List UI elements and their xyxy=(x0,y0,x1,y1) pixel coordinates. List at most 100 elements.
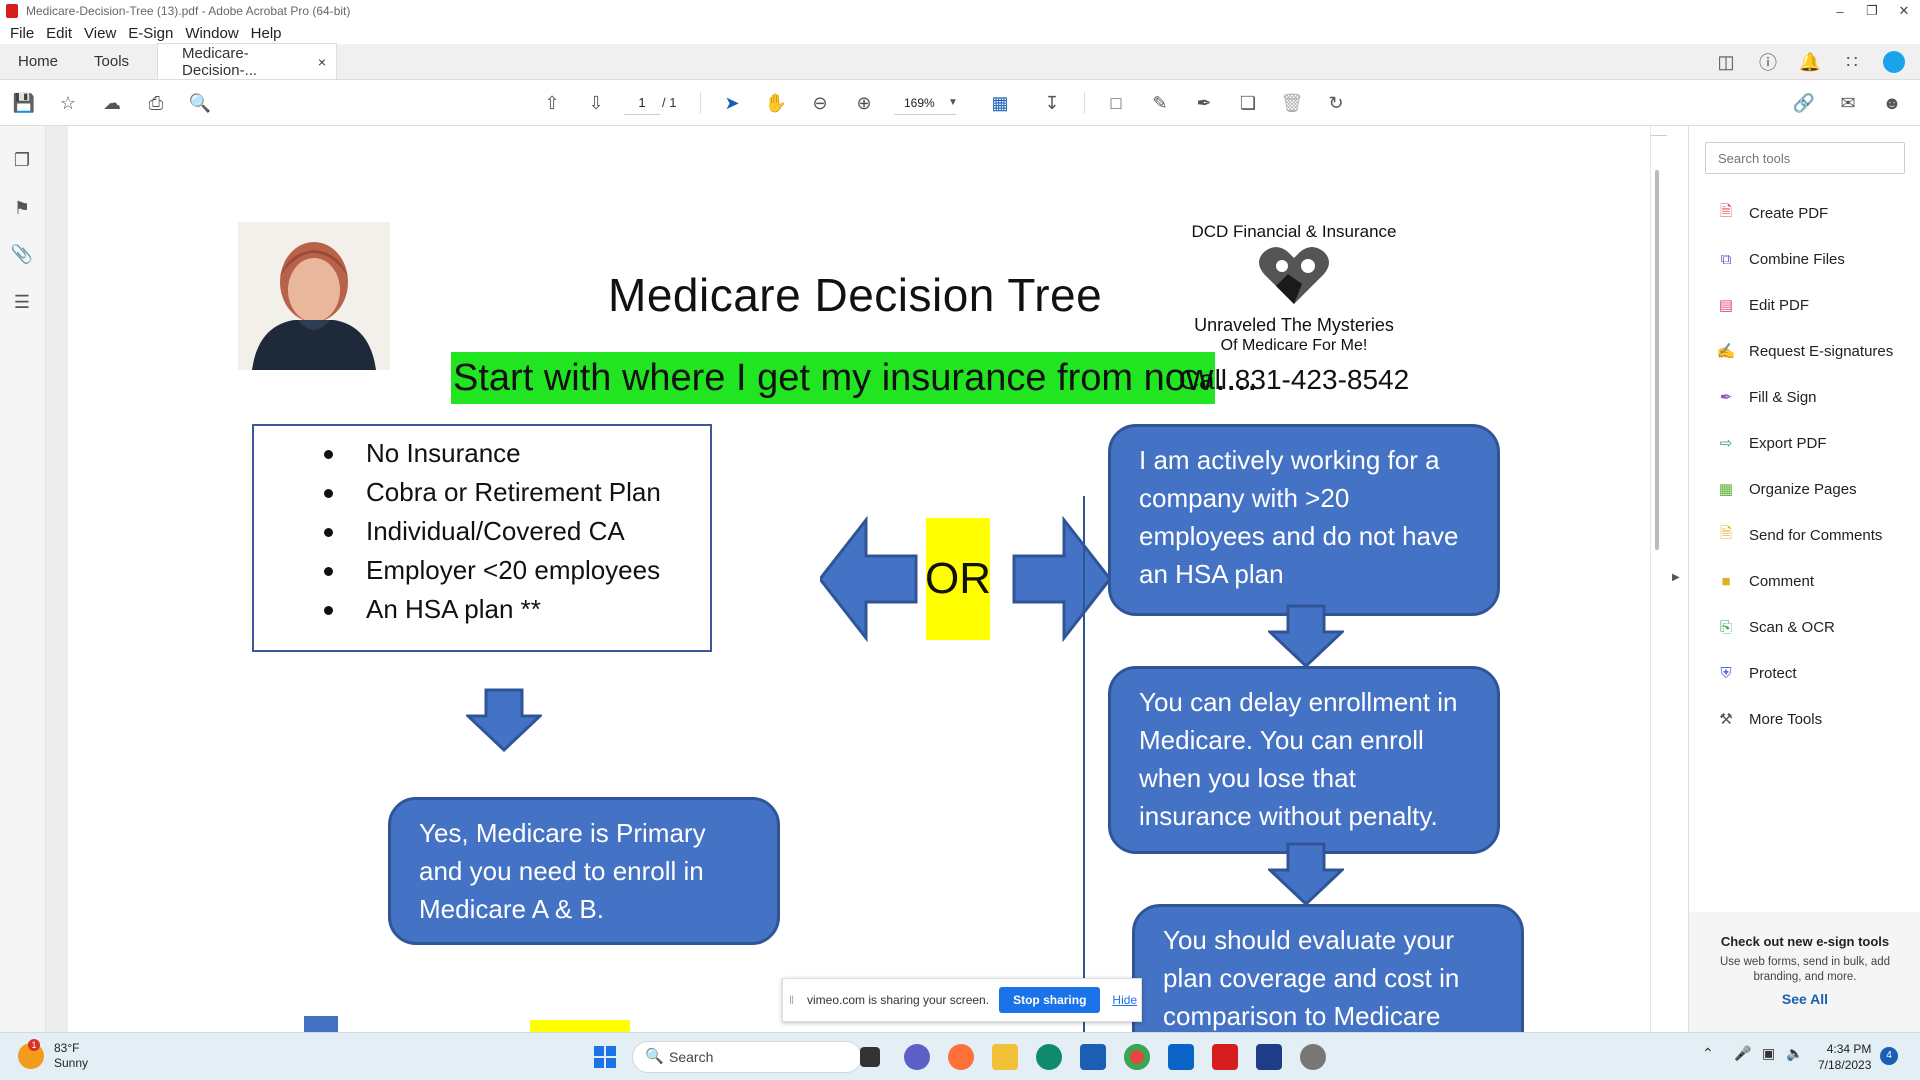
tool-edit-pdf[interactable]: ▤Edit PDF xyxy=(1715,290,1809,320)
acrobat-icon[interactable] xyxy=(1212,1044,1238,1070)
layers-icon[interactable]: ☰ xyxy=(13,291,31,312)
page-number-input[interactable]: 1 xyxy=(624,91,660,115)
account-avatar-icon[interactable] xyxy=(1882,50,1906,74)
notification-count-badge[interactable]: 4 xyxy=(1880,1047,1898,1065)
scrollbar-thumb[interactable] xyxy=(1655,170,1659,550)
apps-grid-icon[interactable]: ∷ xyxy=(1846,51,1858,72)
file-explorer-icon[interactable] xyxy=(992,1044,1018,1070)
next-page-icon[interactable]: ⇩ xyxy=(588,92,604,113)
down-arrow-icon xyxy=(466,688,542,752)
close-window-icon[interactable]: ✕ xyxy=(1898,3,1910,18)
comment-note-icon[interactable]: □ xyxy=(1110,92,1122,113)
zoom-dropdown-icon[interactable]: ▼ xyxy=(948,97,958,108)
share-screen-icon[interactable]: ◫ xyxy=(1717,51,1735,72)
scroll-mode-icon[interactable]: ↧ xyxy=(1044,92,1060,113)
menu-esign[interactable]: E-Sign xyxy=(128,24,174,42)
outlook-icon[interactable] xyxy=(1168,1044,1194,1070)
attachments-icon[interactable]: 📎 xyxy=(10,243,34,264)
tray-chevron-icon[interactable]: ⌃ xyxy=(1702,1045,1714,1061)
tool-scan-ocr[interactable]: ⎘Scan & OCR xyxy=(1715,612,1835,642)
tool-create-pdf[interactable]: 🗎Create PDF xyxy=(1715,198,1828,228)
tab-home[interactable]: Home xyxy=(18,52,59,70)
print-icon[interactable]: ⎙ xyxy=(148,92,164,113)
fit-page-icon[interactable]: ▦ xyxy=(991,92,1009,113)
zoom-in-icon[interactable]: ⊕ xyxy=(856,92,872,113)
menu-view[interactable]: View xyxy=(84,24,117,42)
tool-fill-sign[interactable]: ✒Fill & Sign xyxy=(1715,382,1817,412)
tab-tools[interactable]: Tools xyxy=(94,52,130,70)
zoom-level-field[interactable]: 169% xyxy=(894,91,956,115)
upload-cloud-icon[interactable]: ☁ xyxy=(103,92,121,113)
save-icon[interactable]: 💾 xyxy=(12,92,36,113)
user-share-icon[interactable]: ☻ xyxy=(1882,92,1902,113)
zoom-out-icon[interactable]: ⊖ xyxy=(812,92,828,113)
bell-icon[interactable]: 🔔 xyxy=(1798,51,1822,72)
firefox-icon[interactable] xyxy=(948,1044,974,1070)
select-cursor-icon[interactable]: ➤ xyxy=(724,92,740,113)
vertical-scrollbar[interactable] xyxy=(1650,126,1667,1032)
taskbar-search-box[interactable]: 🔍 Search xyxy=(632,1041,862,1073)
tool-send-for-comments[interactable]: 🗎Send for Comments xyxy=(1715,520,1882,550)
list-item: No Insurance xyxy=(324,434,710,473)
weather-desc: Sunny xyxy=(54,1056,89,1070)
help-icon[interactable]: ⓘ xyxy=(1759,53,1777,73)
bookmark-star-icon[interactable]: ☆ xyxy=(59,92,77,113)
zoom-search-icon[interactable]: 🔍 xyxy=(188,92,212,113)
bookmarks-icon[interactable]: ⚑ xyxy=(13,197,31,218)
menu-file[interactable]: File xyxy=(10,24,35,42)
right-pane-collapse-icon[interactable]: ▶ xyxy=(1672,572,1680,583)
bubble-delay-enrollment: You can delay enrollment in Medicare. Yo… xyxy=(1108,666,1500,854)
promo-see-all-link[interactable]: See All xyxy=(1781,991,1829,1007)
request-esign-icon: ✍ xyxy=(1716,343,1736,360)
sign-pen-icon[interactable]: ✒ xyxy=(1196,92,1212,113)
acrobat-app-icon xyxy=(6,4,18,18)
tool-protect[interactable]: ⛨Protect xyxy=(1715,658,1796,688)
hand-tool-icon[interactable]: ✋ xyxy=(764,92,788,113)
windows-start-icon[interactable] xyxy=(592,1044,618,1070)
tool-comment[interactable]: ■Comment xyxy=(1715,566,1814,596)
store-icon[interactable] xyxy=(1080,1044,1106,1070)
menu-help[interactable]: Help xyxy=(250,24,282,42)
link-share-icon[interactable]: 🔗 xyxy=(1792,92,1816,113)
drag-handle-icon[interactable]: ‖ xyxy=(789,993,794,1007)
export-pdf-icon: ⇨ xyxy=(1719,435,1733,452)
agent-photo xyxy=(238,222,390,370)
hide-share-bar-link[interactable]: Hide xyxy=(1112,993,1138,1007)
menu-edit[interactable]: Edit xyxy=(46,24,73,42)
minimize-icon[interactable]: – xyxy=(1836,3,1844,19)
document-viewport[interactable]: Medicare Decision Tree Start with where … xyxy=(46,126,1650,1032)
highlight-pen-icon[interactable]: ✎ xyxy=(1152,92,1168,113)
settings-gear-icon[interactable] xyxy=(1300,1044,1326,1070)
teams-chat-icon[interactable] xyxy=(904,1044,930,1070)
tool-export-pdf[interactable]: ⇨Export PDF xyxy=(1715,428,1827,458)
bp-app-icon[interactable] xyxy=(1256,1044,1282,1070)
microphone-icon[interactable]: 🎤 xyxy=(1734,1045,1752,1061)
scroll-up-icon[interactable] xyxy=(1651,126,1667,136)
page-thumbnails-icon[interactable]: ❐ xyxy=(13,149,31,170)
restore-icon[interactable]: ❐ xyxy=(1866,3,1878,18)
tab-bar-actions: ◫ ⓘ 🔔 ∷ xyxy=(1714,50,1906,74)
display-icon[interactable]: ▣ xyxy=(1762,1045,1776,1061)
tool-combine-files[interactable]: ⧉Combine Files xyxy=(1715,244,1845,274)
volume-icon[interactable]: 🔈 xyxy=(1786,1045,1804,1061)
edge-icon[interactable] xyxy=(1036,1044,1062,1070)
system-clock[interactable]: 4:34 PM 7/18/2023 xyxy=(1818,1041,1871,1073)
tab-close-icon[interactable]: × xyxy=(317,53,327,70)
prev-page-icon[interactable]: ⇧ xyxy=(544,92,560,113)
rotate-icon[interactable]: ↻ xyxy=(1328,92,1344,113)
delete-icon[interactable]: 🗑 xyxy=(1280,92,1304,113)
tool-organize-pages[interactable]: ▦Organize Pages xyxy=(1715,474,1857,504)
menu-window[interactable]: Window xyxy=(185,24,239,42)
tool-label: More Tools xyxy=(1749,710,1823,728)
task-view-icon[interactable] xyxy=(860,1047,880,1067)
tool-request-esignatures[interactable]: ✍ Request E-signatures xyxy=(1715,336,1894,366)
tab-document[interactable]: Medicare-Decision-... × xyxy=(157,43,338,79)
weather-widget[interactable]: 1 83°F Sunny xyxy=(18,1039,89,1071)
chrome-icon[interactable] xyxy=(1124,1044,1150,1070)
email-icon[interactable]: ✉ xyxy=(1840,92,1856,113)
stop-sharing-button[interactable]: Stop sharing xyxy=(999,987,1101,1013)
search-tools-input[interactable] xyxy=(1705,142,1905,174)
tool-more-tools[interactable]: ⚒More Tools xyxy=(1715,704,1822,734)
tool-label: Request E-signatures xyxy=(1749,342,1894,360)
stamp-icon[interactable]: ❏ xyxy=(1239,92,1257,113)
